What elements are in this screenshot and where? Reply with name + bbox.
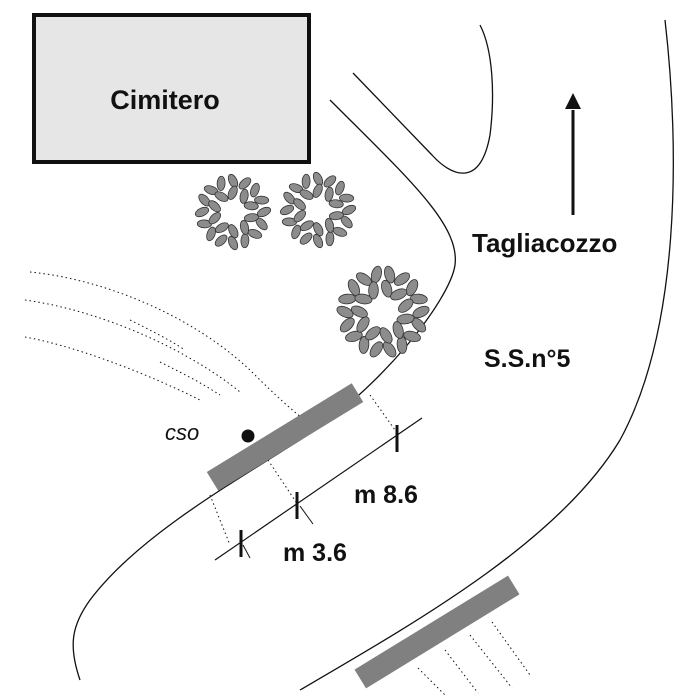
leaf bbox=[382, 341, 397, 358]
leaf bbox=[194, 206, 210, 218]
structure-bar-lower bbox=[354, 575, 520, 689]
leaf bbox=[403, 330, 421, 342]
leaf bbox=[214, 234, 228, 247]
leaf bbox=[312, 233, 324, 249]
leaf bbox=[228, 224, 239, 239]
measure-far-label: m 8.6 bbox=[354, 481, 418, 509]
leaf bbox=[368, 281, 379, 300]
leaf bbox=[247, 229, 263, 239]
leaf bbox=[293, 198, 306, 211]
leaf bbox=[365, 326, 381, 341]
leaf bbox=[301, 173, 311, 189]
tree-icon bbox=[194, 173, 272, 251]
leaf bbox=[369, 341, 384, 358]
leaf bbox=[381, 279, 393, 298]
leaf bbox=[335, 180, 345, 196]
terrain-line bbox=[159, 361, 221, 396]
leaf bbox=[356, 316, 370, 333]
leaf bbox=[206, 226, 216, 242]
leaf bbox=[238, 177, 252, 190]
leaf bbox=[312, 183, 323, 198]
leaf bbox=[394, 272, 410, 286]
leaf bbox=[279, 204, 295, 216]
terrain-line bbox=[267, 459, 299, 506]
road-label: S.S.n°5 bbox=[484, 345, 571, 373]
leaf bbox=[239, 188, 249, 204]
leaf bbox=[384, 265, 396, 284]
terrain-line bbox=[444, 649, 479, 694]
leaf bbox=[323, 175, 337, 188]
leaf bbox=[243, 201, 259, 211]
terrain-line bbox=[24, 336, 201, 401]
leaf bbox=[243, 213, 259, 223]
measure-leader bbox=[299, 505, 314, 525]
direction-label: Tagliacozzo bbox=[472, 228, 617, 258]
leaf bbox=[291, 224, 301, 240]
leaf bbox=[354, 293, 373, 305]
terrain-line bbox=[469, 634, 513, 689]
leaf bbox=[216, 175, 226, 191]
terrain-lines bbox=[24, 271, 531, 696]
leaf bbox=[379, 327, 393, 344]
leaf bbox=[336, 305, 354, 319]
measurement-lines bbox=[214, 417, 423, 561]
terrain-line bbox=[369, 394, 396, 431]
leaf bbox=[293, 210, 307, 223]
leaf bbox=[299, 189, 314, 200]
leaf bbox=[208, 200, 221, 213]
leaf bbox=[350, 305, 368, 318]
leaf bbox=[390, 288, 408, 301]
leaf bbox=[254, 195, 270, 205]
leaf bbox=[227, 235, 239, 251]
cemetery-label: Cimitero bbox=[110, 85, 220, 115]
measure-baseline bbox=[214, 417, 423, 561]
tree-icon bbox=[279, 171, 357, 249]
cso-label: cso bbox=[165, 420, 199, 445]
cemetery-block bbox=[32, 13, 311, 164]
leaf bbox=[240, 233, 250, 249]
cso-point-dot-icon bbox=[241, 429, 255, 443]
measure-leader bbox=[242, 544, 251, 559]
leaf bbox=[227, 185, 238, 200]
leaf bbox=[313, 222, 324, 237]
terrain-line bbox=[129, 319, 186, 351]
terrain-line bbox=[491, 621, 531, 676]
leaf bbox=[325, 231, 335, 247]
leaf bbox=[324, 217, 335, 233]
branch-road-edge bbox=[352, 24, 494, 174]
tree-icon bbox=[336, 265, 430, 358]
leaf bbox=[339, 193, 355, 203]
north-arrow-icon bbox=[565, 93, 581, 215]
leaf bbox=[300, 220, 314, 232]
highway-right-edge bbox=[299, 19, 674, 691]
leaf bbox=[239, 219, 250, 235]
structure-bar-upper bbox=[206, 383, 364, 491]
leaf bbox=[396, 313, 415, 325]
leaf bbox=[409, 293, 428, 305]
terrain-line bbox=[417, 667, 446, 696]
leaf bbox=[208, 212, 222, 225]
leaf bbox=[215, 222, 229, 234]
terrain-line bbox=[209, 494, 231, 546]
leaf bbox=[324, 186, 334, 202]
leaf bbox=[406, 279, 419, 297]
main-road-left-edge bbox=[72, 99, 456, 681]
leaf bbox=[392, 321, 404, 339]
measure-near-label: m 3.6 bbox=[283, 539, 347, 567]
leaf bbox=[250, 182, 260, 198]
leaf bbox=[328, 211, 344, 221]
leaf bbox=[328, 199, 344, 209]
leaf bbox=[332, 227, 348, 237]
terrain-line bbox=[29, 271, 303, 419]
vegetation bbox=[194, 171, 430, 358]
leaf bbox=[214, 191, 229, 202]
leaf bbox=[339, 317, 355, 333]
leaf bbox=[345, 330, 363, 342]
leaf bbox=[358, 335, 370, 354]
terrain-line bbox=[24, 299, 241, 393]
leaf bbox=[398, 298, 414, 313]
leaf bbox=[299, 232, 313, 245]
